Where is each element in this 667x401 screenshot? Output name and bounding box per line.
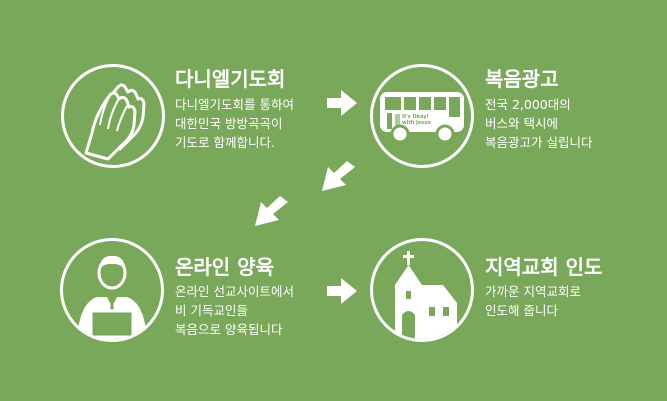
bus-icon: It's Okay! with Jesus	[370, 64, 474, 168]
praying-hands-icon	[61, 64, 165, 168]
desc-line: 전국 2,000대의	[485, 97, 571, 112]
bus-sign-line: It's Okay!	[402, 114, 429, 120]
desc-line: 버스와 택시에	[485, 116, 558, 131]
step-title: 지역교회 인도	[485, 255, 603, 279]
arrow-down-left-icon	[255, 196, 288, 226]
desc-line: 가까운 지역교회로	[485, 284, 581, 299]
desc-line: 비 기독교인들	[175, 303, 248, 318]
desc-line: 대한민국 방방곡곡이	[175, 116, 283, 131]
step-title: 다니엘기도회	[175, 67, 286, 91]
step-description: 온라인 선교사이트에서 비 기독교인들 복음으로 양육됩니다	[175, 282, 294, 339]
step-description: 전국 2,000대의 버스와 택시에 복음광고가 실립니다	[485, 95, 592, 152]
arrow-right-icon	[327, 90, 357, 116]
bus-sign-line: with Jesus	[402, 120, 431, 126]
desc-line: 복음광고가 실립니다	[485, 135, 593, 150]
desc-line: 온라인 선교사이트에서	[175, 284, 294, 299]
church-icon	[370, 238, 474, 342]
desc-line: 복음으로 양육됩니다	[175, 322, 283, 337]
desc-line: 인도해 줍니다	[485, 303, 558, 318]
arrow-down-left-icon	[322, 161, 355, 191]
step-title: 온라인 양육	[175, 255, 274, 279]
step-description: 가까운 지역교회로 인도해 줍니다	[485, 282, 581, 320]
desc-line: 다니엘기도회를 통하여	[175, 97, 294, 112]
step-description: 다니엘기도회를 통하여 대한민국 방방곡곡이 기도로 함께합니다.	[175, 95, 294, 152]
person-laptop-icon	[60, 238, 164, 342]
desc-line: 기도로 함께합니다.	[175, 135, 275, 150]
step-title: 복음광고	[485, 67, 559, 91]
arrow-right-icon	[327, 278, 357, 304]
